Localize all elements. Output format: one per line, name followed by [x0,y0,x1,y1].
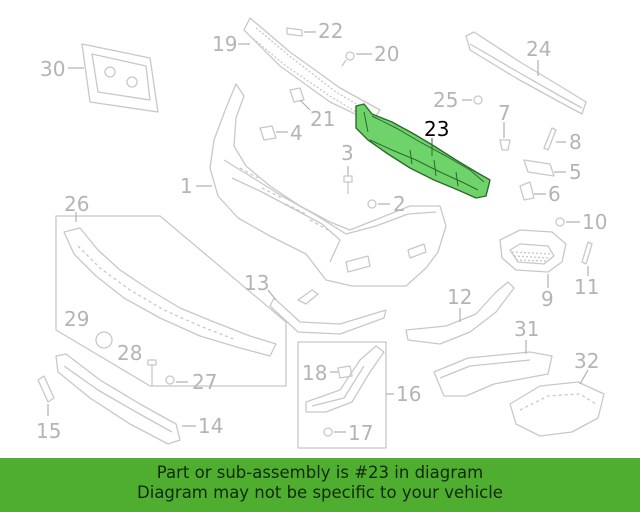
part-26-lower-grille [55,212,287,387]
callout-29[interactable]: 29 [64,307,89,331]
callout-10[interactable]: 10 [582,210,607,234]
part-4-bracket [259,125,288,141]
part-28-bolt [147,359,157,386]
callout-13[interactable]: 13 [244,271,269,295]
callout-11[interactable]: 11 [574,275,599,299]
callout-23-highlighted[interactable]: 23 [424,117,449,141]
callout-22[interactable]: 22 [318,19,343,43]
exploded-parts-diagram: 1 2 3 4 5 6 7 8 9 10 11 12 13 14 15 16 1… [36,17,607,449]
callout-12[interactable]: 12 [447,285,472,309]
part-2-screw [367,199,390,209]
part-9-fog-lamp [499,229,567,288]
callout-9[interactable]: 9 [541,287,554,311]
callout-5[interactable]: 5 [569,160,582,184]
part-27-screw [165,375,188,385]
callout-6[interactable]: 6 [548,182,561,206]
callout-17[interactable]: 17 [348,421,373,445]
callout-16[interactable]: 16 [396,382,421,406]
part-13-trim-strip [267,289,387,335]
banner-line-disclaimer: Diagram may not be specific to your vehi… [137,483,503,502]
callout-15[interactable]: 15 [36,419,61,443]
callout-26[interactable]: 26 [64,192,89,216]
callout-3[interactable]: 3 [341,141,354,165]
part-31-air-deflector [433,340,553,397]
part-32-bracket [509,369,605,437]
callout-19[interactable]: 19 [212,32,237,56]
callout-21[interactable]: 21 [310,107,335,131]
callout-27[interactable]: 27 [192,370,217,394]
part-22-clip [286,27,316,37]
part-16-deflector-kit [297,341,394,449]
part-21-sensor [289,87,311,111]
part-14-lower-spoiler [55,353,196,445]
callout-31[interactable]: 31 [514,317,539,341]
info-banner: Part or sub-assembly is #23 in diagram D… [0,458,640,512]
part-15-bracket [37,375,55,416]
callout-1[interactable]: 1 [180,174,193,198]
callout-8[interactable]: 8 [569,130,582,154]
callout-7[interactable]: 7 [498,101,511,125]
part-5-bracket [523,159,566,177]
part-23-energy-absorber-highlighted [355,103,491,199]
callout-24[interactable]: 24 [526,37,551,61]
part-10-screw [555,217,580,227]
callout-25[interactable]: 25 [433,88,458,112]
part-24-reinforcement-beam [465,31,587,115]
callout-18[interactable]: 18 [302,361,327,385]
callout-14[interactable]: 14 [198,414,223,438]
callout-2[interactable]: 2 [393,192,406,216]
part-20-screw [341,51,372,67]
banner-line-part-number: Part or sub-assembly is #23 in diagram [156,463,484,482]
part-6-bracket [519,181,546,201]
callout-30[interactable]: 30 [40,57,65,81]
part-8-strip [543,127,566,151]
callout-4[interactable]: 4 [290,121,303,145]
part-11-strip [581,241,593,276]
callout-32[interactable]: 32 [574,349,599,373]
part-12-side-trim [405,281,515,345]
part-18-clip [330,365,353,379]
part-17-screw [323,427,346,437]
part-1-bumper-cover [196,83,447,287]
part-30-plate-bracket [68,43,159,113]
callout-20[interactable]: 20 [374,42,399,66]
part-7-clip [499,122,511,151]
part-3-bolt [343,166,353,194]
callout-28[interactable]: 28 [117,341,142,365]
part-25-clip [462,95,483,105]
